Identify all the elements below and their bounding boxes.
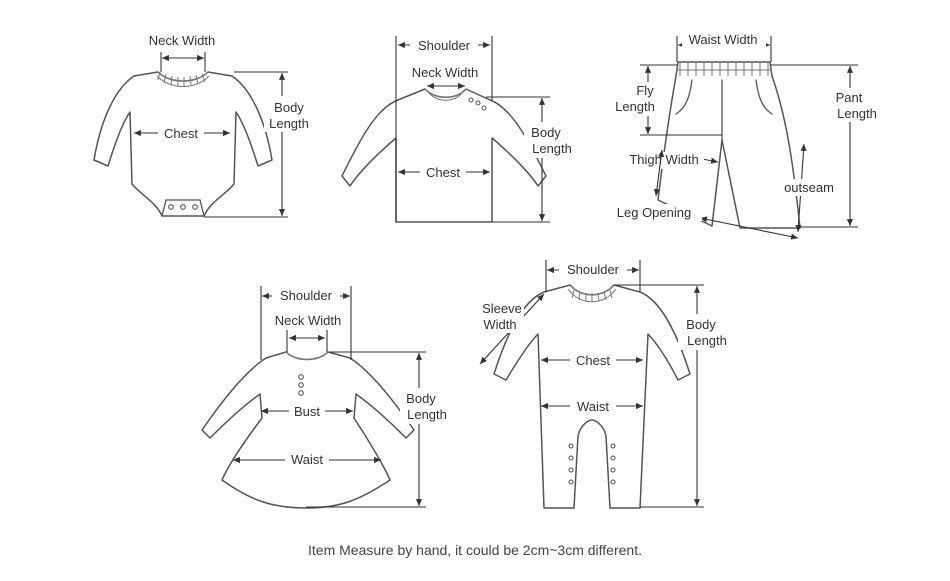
dress-measurements: Shoulder Neck Width Bust Waist Body Leng…: [233, 286, 452, 508]
shirt-outline: [341, 88, 547, 223]
dress-neck-width-label: Neck Width: [275, 313, 341, 328]
shirt-body-length-label-1: Body: [531, 125, 561, 140]
bodysuit-chest-label: Chest: [164, 126, 198, 141]
pants-pant-length-label-1: Pant: [836, 90, 863, 105]
bodysuit-measurements: Neck Width Chest Body Length: [134, 33, 314, 218]
bodysuit-body-length-label-1: Body: [274, 100, 304, 115]
pants-fly-length-label-1: Fly: [636, 83, 654, 98]
pants-measurements: Waist Width Fly Length Pant Length Thigh…: [610, 32, 882, 240]
dress-waist-label: Waist: [291, 452, 323, 467]
romper-body-length-label-2: Length: [687, 333, 727, 348]
romper-waist-label: Waist: [577, 399, 609, 414]
pants-leg-opening-label: Leg Opening: [617, 205, 691, 220]
bodysuit-figure: [93, 71, 273, 217]
dress-bust-label: Bust: [294, 404, 320, 419]
measurement-note: Item Measure by hand, it could be 2cm~3c…: [308, 542, 642, 558]
shirt-chest-label: Chest: [426, 165, 460, 180]
pants-pant-length-label-2: Length: [837, 106, 877, 121]
pants-fly-length-label-2: Length: [615, 99, 655, 114]
dress-figure: [201, 351, 415, 509]
shirt-shoulder-label: Shoulder: [418, 38, 471, 53]
romper-sleeve-width-label-2: Width: [483, 317, 516, 332]
pants-leg-opening-arrow: [699, 216, 799, 240]
pants-outline: [657, 61, 801, 229]
dress-body-length-label-2: Length: [407, 407, 447, 422]
shirt-body-length-label-2: Length: [532, 141, 572, 156]
dress-outline: [201, 351, 415, 509]
shirt-measurements: Shoulder Neck Width Chest Body Length: [395, 36, 574, 223]
pants-thigh-width-label: Thigh Width: [629, 152, 698, 167]
pants-outseam-label: outseam: [784, 180, 834, 195]
romper-chest-label: Chest: [576, 353, 610, 368]
romper-measurements: Shoulder Sleeve Width Chest Waist Body L…: [474, 260, 730, 508]
dress-body-length-label-1: Body: [406, 391, 436, 406]
romper-shoulder-label: Shoulder: [567, 262, 620, 277]
dress-shoulder-label: Shoulder: [280, 288, 333, 303]
pants-figure: [657, 61, 801, 229]
bodysuit-neck-width-label: Neck Width: [149, 33, 215, 48]
bodysuit-outline: [93, 71, 273, 217]
romper-body-length-label-1: Body: [686, 317, 716, 332]
bodysuit-body-length-label-2: Length: [269, 116, 309, 131]
shirt-neck-width-label: Neck Width: [412, 65, 478, 80]
romper-sleeve-width-label-1: Sleeve: [482, 301, 522, 316]
pants-waist-width-label: Waist Width: [689, 32, 758, 47]
shirt-figure: [341, 88, 547, 223]
pants-side-arrow: [653, 149, 665, 197]
